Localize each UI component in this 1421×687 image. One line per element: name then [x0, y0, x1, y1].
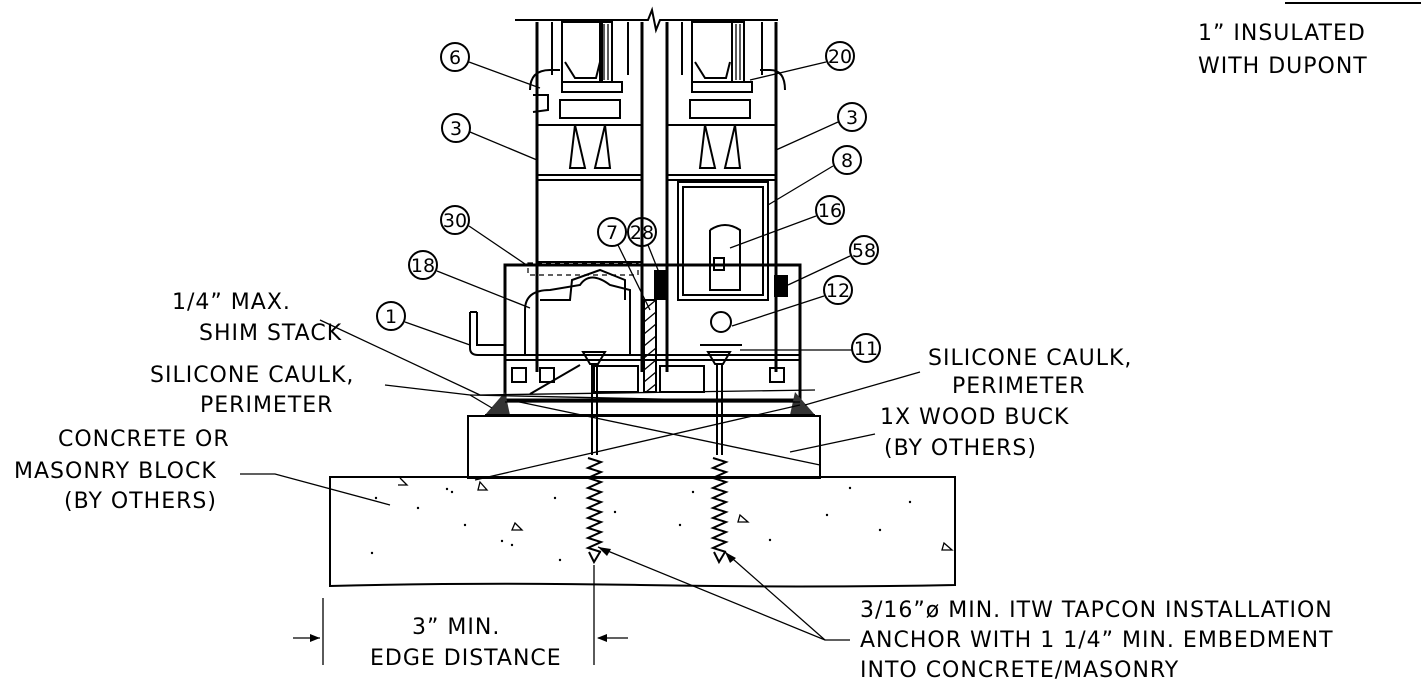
svg-text:28: 28 [630, 222, 654, 244]
callout-20: 20 [749, 41, 855, 81]
svg-text:3: 3 [450, 118, 462, 140]
callout-18: 18 [408, 250, 531, 309]
svg-text:EDGE DISTANCE: EDGE DISTANCE [370, 646, 562, 671]
svg-text:7: 7 [606, 222, 618, 244]
note-caulk-right: SILICONE CAULK, PERIMETER [804, 346, 1132, 406]
callout-7: 7 [597, 217, 651, 311]
svg-text:ANCHOR WITH 1 1/4” MIN. EMBEDM: ANCHOR WITH 1 1/4” MIN. EMBEDMENT [860, 628, 1334, 653]
svg-text:PERIMETER: PERIMETER [952, 374, 1085, 399]
wood-buck [467, 415, 821, 479]
note-anchor: 3/16”ø MIN. ITW TAPCON INSTALLATION ANCH… [597, 546, 1334, 683]
svg-text:INTO CONCRETE/MASONRY: INTO CONCRETE/MASONRY [860, 658, 1179, 683]
note-edge-distance: 3” MIN. EDGE DISTANCE [293, 565, 628, 671]
svg-text:3” MIN.: 3” MIN. [412, 615, 500, 640]
callout-28: 28 [627, 217, 661, 276]
svg-text:30: 30 [443, 210, 467, 232]
svg-text:(BY OTHERS): (BY OTHERS) [64, 489, 217, 514]
anchor-left [581, 351, 607, 565]
svg-text:(BY OTHERS): (BY OTHERS) [884, 436, 1037, 461]
svg-text:18: 18 [411, 255, 435, 277]
svg-text:11: 11 [854, 338, 878, 360]
svg-text:1/4” MAX.: 1/4” MAX. [172, 290, 291, 315]
svg-text:MASONRY BLOCK: MASONRY BLOCK [14, 459, 217, 484]
callout-16: 16 [729, 195, 845, 249]
right-frame-profile [665, 21, 786, 372]
note-caulk-left: SILICONE CAULK, PERIMETER [150, 363, 796, 418]
note-wood-buck: 1X WOOD BUCK (BY OTHERS) [474, 399, 1069, 481]
caulk-bead-left [485, 392, 510, 415]
callout-3-right: 3 [775, 102, 867, 151]
svg-text:SILICONE CAULK,: SILICONE CAULK, [150, 363, 354, 388]
svg-text:12: 12 [826, 280, 850, 302]
break-line [515, 6, 778, 34]
callout-6: 6 [440, 42, 541, 89]
callout-12: 12 [731, 275, 853, 327]
svg-text:1X WOOD BUCK: 1X WOOD BUCK [880, 405, 1069, 430]
svg-text:SHIM STACK: SHIM STACK [199, 321, 342, 346]
callout-30: 30 [440, 205, 529, 267]
svg-text:8: 8 [841, 150, 853, 172]
svg-text:PERIMETER: PERIMETER [200, 393, 333, 418]
anchor-right [706, 351, 732, 565]
svg-text:20: 20 [828, 46, 852, 68]
svg-text:3/16”ø MIN. ITW TAPCON INSTALL: 3/16”ø MIN. ITW TAPCON INSTALLATION [860, 598, 1333, 623]
callout-1: 1 [376, 301, 471, 346]
svg-text:SILICONE CAULK,: SILICONE CAULK, [928, 346, 1132, 371]
title-line-1: 1” INSULATED [1198, 21, 1366, 46]
callout-11: 11 [740, 333, 881, 363]
note-shim-stack: 1/4” MAX. SHIM STACK [172, 290, 816, 396]
concrete-block [329, 476, 956, 588]
callout-58: 58 [787, 235, 879, 286]
note-concrete: CONCRETE OR MASONRY BLOCK (BY OTHERS) [14, 427, 391, 514]
svg-text:3: 3 [846, 107, 858, 129]
svg-text:6: 6 [449, 47, 461, 69]
callout-3-left: 3 [441, 113, 538, 161]
svg-text:1: 1 [385, 306, 397, 328]
title-line-2: WITH DUPONT [1198, 54, 1368, 79]
svg-text:16: 16 [818, 200, 842, 222]
caulk-bead-right [790, 392, 815, 415]
svg-text:58: 58 [852, 240, 876, 262]
callouts: 6 20 3 3 8 16 30 7 28 58 18 12 1 11 [376, 41, 881, 363]
sill-profile [469, 262, 802, 402]
left-frame-profile [529, 21, 644, 372]
callout-8: 8 [767, 145, 862, 206]
svg-text:CONCRETE OR: CONCRETE OR [58, 427, 230, 452]
